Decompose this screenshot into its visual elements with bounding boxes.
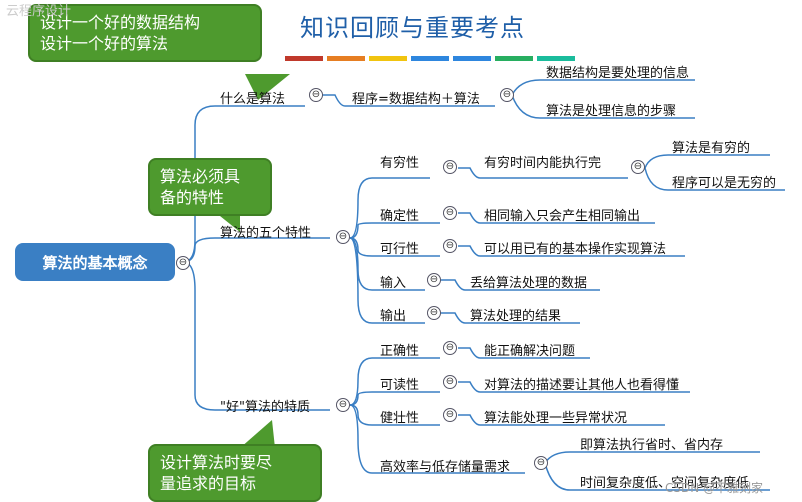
desc-determinism[interactable]: 相同输入只会产生相同输出	[484, 209, 641, 224]
title-color-bar	[537, 56, 575, 61]
toggle-collapse-icon[interactable]: ⊖	[534, 456, 548, 470]
callout-bottom: 设计算法时要尽 量追求的目标	[148, 444, 322, 502]
toggle-collapse-icon[interactable]: ⊖	[443, 206, 457, 220]
node-correctness[interactable]: 正确性	[380, 344, 420, 359]
callout-top-line-1: 设计一个好的数据结构	[40, 13, 201, 32]
node-what-is-algorithm[interactable]: 什么是算法	[220, 92, 286, 107]
node-determinism[interactable]: 确定性	[380, 209, 420, 224]
title-color-bar	[495, 56, 533, 61]
root-node[interactable]: 算法的基本概念	[15, 243, 175, 281]
leaf-low-complexity[interactable]: 时间复杂度低、空间复杂度低	[580, 476, 750, 491]
desc-robustness[interactable]: 算法能处理一些异常状况	[484, 411, 628, 426]
title-color-bar	[369, 56, 407, 61]
desc-correctness[interactable]: 能正确解决问题	[484, 344, 576, 359]
callout-middle: 算法必须具 备的特性	[148, 158, 272, 216]
toggle-collapse-icon[interactable]: ⊖	[443, 239, 457, 253]
node-program-formula[interactable]: 程序=数据结构＋算法	[352, 92, 480, 107]
title-color-bar	[453, 56, 491, 61]
callout-bottom-line-2: 量追求的目标	[160, 474, 257, 493]
leaf-program-infinite[interactable]: 程序可以是无穷的	[672, 176, 777, 191]
page-title: 知识回顾与重要考点	[300, 14, 525, 42]
title-color-bar	[411, 56, 449, 61]
toggle-collapse-icon[interactable]: ⊖	[427, 306, 441, 320]
leaf-algorithm-finite[interactable]: 算法是有穷的	[672, 141, 751, 156]
desc-input[interactable]: 丢给算法处理的数据	[470, 276, 588, 291]
callout-top: 设计一个好的数据结构 设计一个好的算法	[28, 4, 262, 62]
toggle-collapse-icon[interactable]: ⊖	[443, 408, 457, 422]
leaf-algorithm-steps[interactable]: 算法是处理信息的步骤	[546, 104, 677, 119]
node-efficiency[interactable]: 高效率与低存储量需求	[380, 460, 511, 475]
node-finiteness[interactable]: 有穷性	[380, 156, 420, 171]
watermark-top: 云程序设计	[6, 4, 72, 19]
toggle-collapse-icon[interactable]: ⊖	[631, 160, 645, 174]
node-input[interactable]: 输入	[380, 276, 407, 291]
leaf-save-time-memory[interactable]: 即算法执行省时、省内存	[580, 438, 724, 453]
toggle-collapse-icon[interactable]: ⊖	[443, 160, 457, 174]
leaf-data-structure-info[interactable]: 数据结构是要处理的信息	[546, 66, 690, 81]
callout-bottom-line-1: 设计算法时要尽	[160, 453, 273, 472]
toggle-collapse-icon[interactable]: ⊖	[500, 88, 514, 102]
desc-finiteness[interactable]: 有穷时间内能执行完	[484, 156, 602, 171]
node-output[interactable]: 输出	[380, 309, 407, 324]
node-feasibility[interactable]: 可行性	[380, 242, 420, 257]
callout-middle-line-2: 备的特性	[160, 188, 225, 207]
toggle-collapse-icon[interactable]: ⊖	[443, 341, 457, 355]
desc-output[interactable]: 算法处理的结果	[470, 309, 562, 324]
toggle-collapse-icon[interactable]: ⊖	[427, 273, 441, 287]
callout-top-line-2: 设计一个好的算法	[40, 34, 169, 53]
toggle-collapse-icon[interactable]: ⊖	[309, 88, 323, 102]
toggle-collapse-icon[interactable]: ⊖	[336, 230, 350, 244]
desc-feasibility[interactable]: 可以用已有的基本操作实现算法	[484, 242, 667, 257]
title-color-bar	[327, 56, 365, 61]
node-robustness[interactable]: 健壮性	[380, 411, 420, 426]
watermark-bottom: CSDN @不雅刻家	[665, 481, 764, 495]
node-readability[interactable]: 可读性	[380, 378, 420, 393]
toggle-collapse-icon[interactable]: ⊖	[336, 398, 350, 412]
toggle-collapse-icon[interactable]: ⊖	[176, 256, 190, 270]
node-good-algorithm[interactable]: "好"算法的特质	[220, 400, 310, 415]
callout-middle-line-1: 算法必须具	[160, 167, 241, 186]
desc-readability[interactable]: 对算法的描述要让其他人也看得懂	[484, 378, 680, 393]
title-color-bar	[285, 56, 323, 61]
node-five-features[interactable]: 算法的五个特性	[220, 226, 312, 241]
toggle-collapse-icon[interactable]: ⊖	[443, 375, 457, 389]
